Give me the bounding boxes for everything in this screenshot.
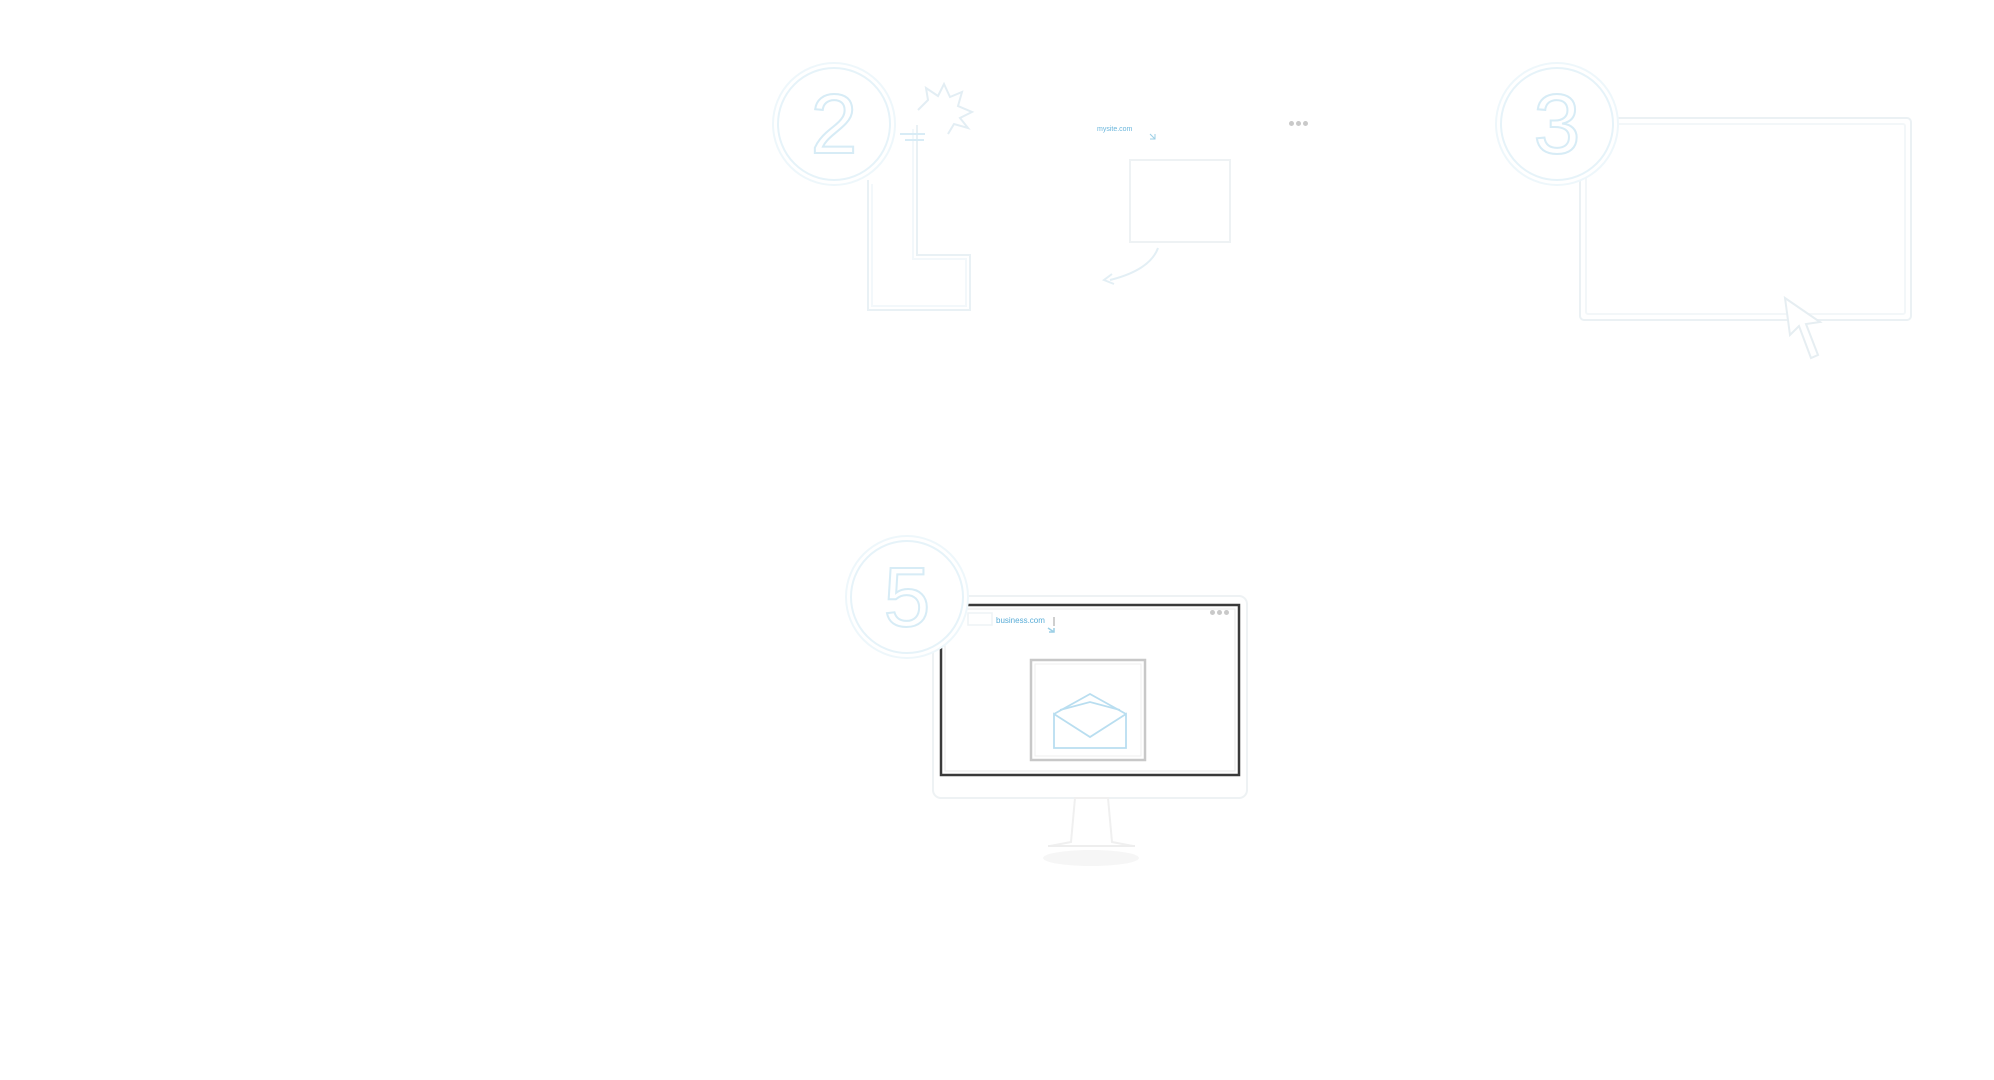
step2-url-text: mysite.com <box>1097 126 1133 133</box>
monitor-url-text: business.com <box>996 616 1045 625</box>
step-number: 5 <box>883 550 932 644</box>
burst-icon <box>917 81 975 135</box>
step-2-badge: 2 <box>777 67 891 181</box>
step2-device-outline <box>867 125 971 311</box>
envelope-icon <box>1053 692 1127 749</box>
step-number: 3 <box>1533 77 1582 171</box>
monitor-url-bar <box>967 612 1055 633</box>
step2-url-arrow-icon <box>1149 133 1156 140</box>
step3-window-outline <box>1579 117 1912 321</box>
three-dots-icon <box>1289 121 1308 126</box>
three-dots-icon <box>1210 610 1229 615</box>
mouse-pointer-icon <box>1783 295 1823 360</box>
step-5-badge: 5 <box>850 540 964 654</box>
mail-card <box>1029 658 1147 762</box>
step-number: 2 <box>810 77 859 171</box>
step2-speech-box <box>1101 159 1231 285</box>
step-3-badge: 3 <box>1500 67 1614 181</box>
